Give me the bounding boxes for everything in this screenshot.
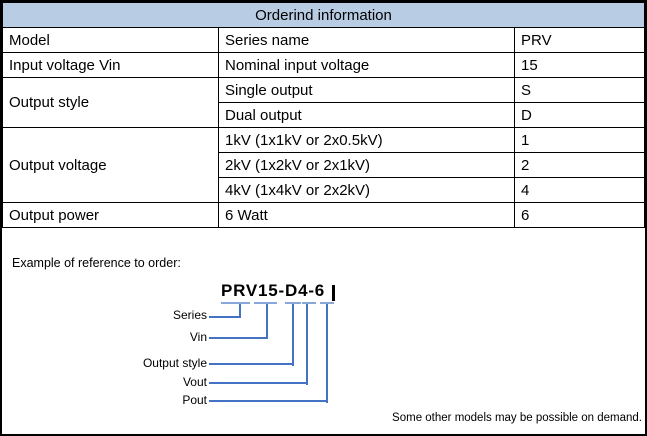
underline-series-segment xyxy=(221,302,250,304)
connector-horizontal-output-style xyxy=(209,363,294,365)
row-desc-dual-output: Dual output xyxy=(218,102,515,128)
table-title: Orderind information xyxy=(2,2,645,28)
diagram-label-vin: Vin xyxy=(189,330,207,344)
row-label-output-power: Output power xyxy=(2,202,219,228)
row-desc-nominal-input: Nominal input voltage xyxy=(218,52,515,78)
row-code-2: 2 xyxy=(514,152,645,178)
row-code-s: S xyxy=(514,77,645,103)
example-model-code: PRV15-D4-6 xyxy=(221,281,326,300)
connector-vertical-pout xyxy=(326,304,328,403)
ordering-information-table: Orderind information Model Series name P… xyxy=(2,2,645,228)
connector-vertical-vout xyxy=(306,304,308,385)
table-row: Output voltage 1kV (1x1kV or 2x0.5kV) 1 xyxy=(2,127,645,203)
row-desc-6-watt: 6 Watt xyxy=(218,202,515,228)
connector-vertical-output-style xyxy=(292,304,294,366)
diagram-label-output-style: Output style xyxy=(142,356,207,370)
row-desc-single-output: Single output xyxy=(218,77,515,103)
text-cursor xyxy=(332,285,335,301)
row-desc-4kv: 4kV (1x4kV or 2x2kV) xyxy=(218,177,515,203)
row-code-15: 15 xyxy=(514,52,645,78)
row-label-model: Model xyxy=(2,27,219,53)
underline-output-style-segment xyxy=(285,302,301,304)
table-row: Output power 6 Watt 6 xyxy=(2,202,645,228)
connector-vertical-series xyxy=(239,304,241,318)
table-row: 4kV (1x4kV or 2x2kV) 4 xyxy=(3,177,645,203)
table-title-row: Orderind information xyxy=(2,2,645,28)
underline-pout-segment xyxy=(320,302,334,304)
connector-vertical-vin xyxy=(266,304,268,339)
row-code-1: 1 xyxy=(514,127,645,153)
row-label-output-style: Output style xyxy=(2,77,219,128)
row-code-6: 6 xyxy=(514,202,645,228)
table-row: Input voltage Vin Nominal input voltage … xyxy=(2,52,645,78)
diagram-label-pout: Pout xyxy=(182,393,207,407)
row-code-d: D xyxy=(514,102,645,128)
table-row: Dual output D xyxy=(3,102,645,128)
table-row: Model Series name PRV xyxy=(2,27,645,53)
row-desc-2kv: 2kV (1x2kV or 2x1kV) xyxy=(218,152,515,178)
underline-vin-segment xyxy=(254,302,277,304)
underline-vout-segment xyxy=(302,302,316,304)
table-row: Output style Single output S xyxy=(2,77,645,128)
row-code-prv: PRV xyxy=(514,27,645,53)
example-intro-text: Example of reference to order: xyxy=(12,256,181,270)
row-label-output-voltage: Output voltage xyxy=(2,127,219,203)
diagram-label-vout: Vout xyxy=(182,375,207,389)
connector-horizontal-vin xyxy=(209,337,268,339)
connector-horizontal-series xyxy=(209,316,241,318)
row-desc-1kv: 1kV (1x1kV or 2x0.5kV) xyxy=(218,127,515,153)
row-code-4: 4 xyxy=(514,177,645,203)
connector-horizontal-vout xyxy=(209,382,308,384)
row-label-input-voltage: Input voltage Vin xyxy=(2,52,219,78)
connector-horizontal-pout xyxy=(209,400,328,402)
row-desc-series-name: Series name xyxy=(218,27,515,53)
diagram-label-series: Series xyxy=(172,308,207,322)
footnote-text: Some other models may be possible on dem… xyxy=(392,412,642,424)
